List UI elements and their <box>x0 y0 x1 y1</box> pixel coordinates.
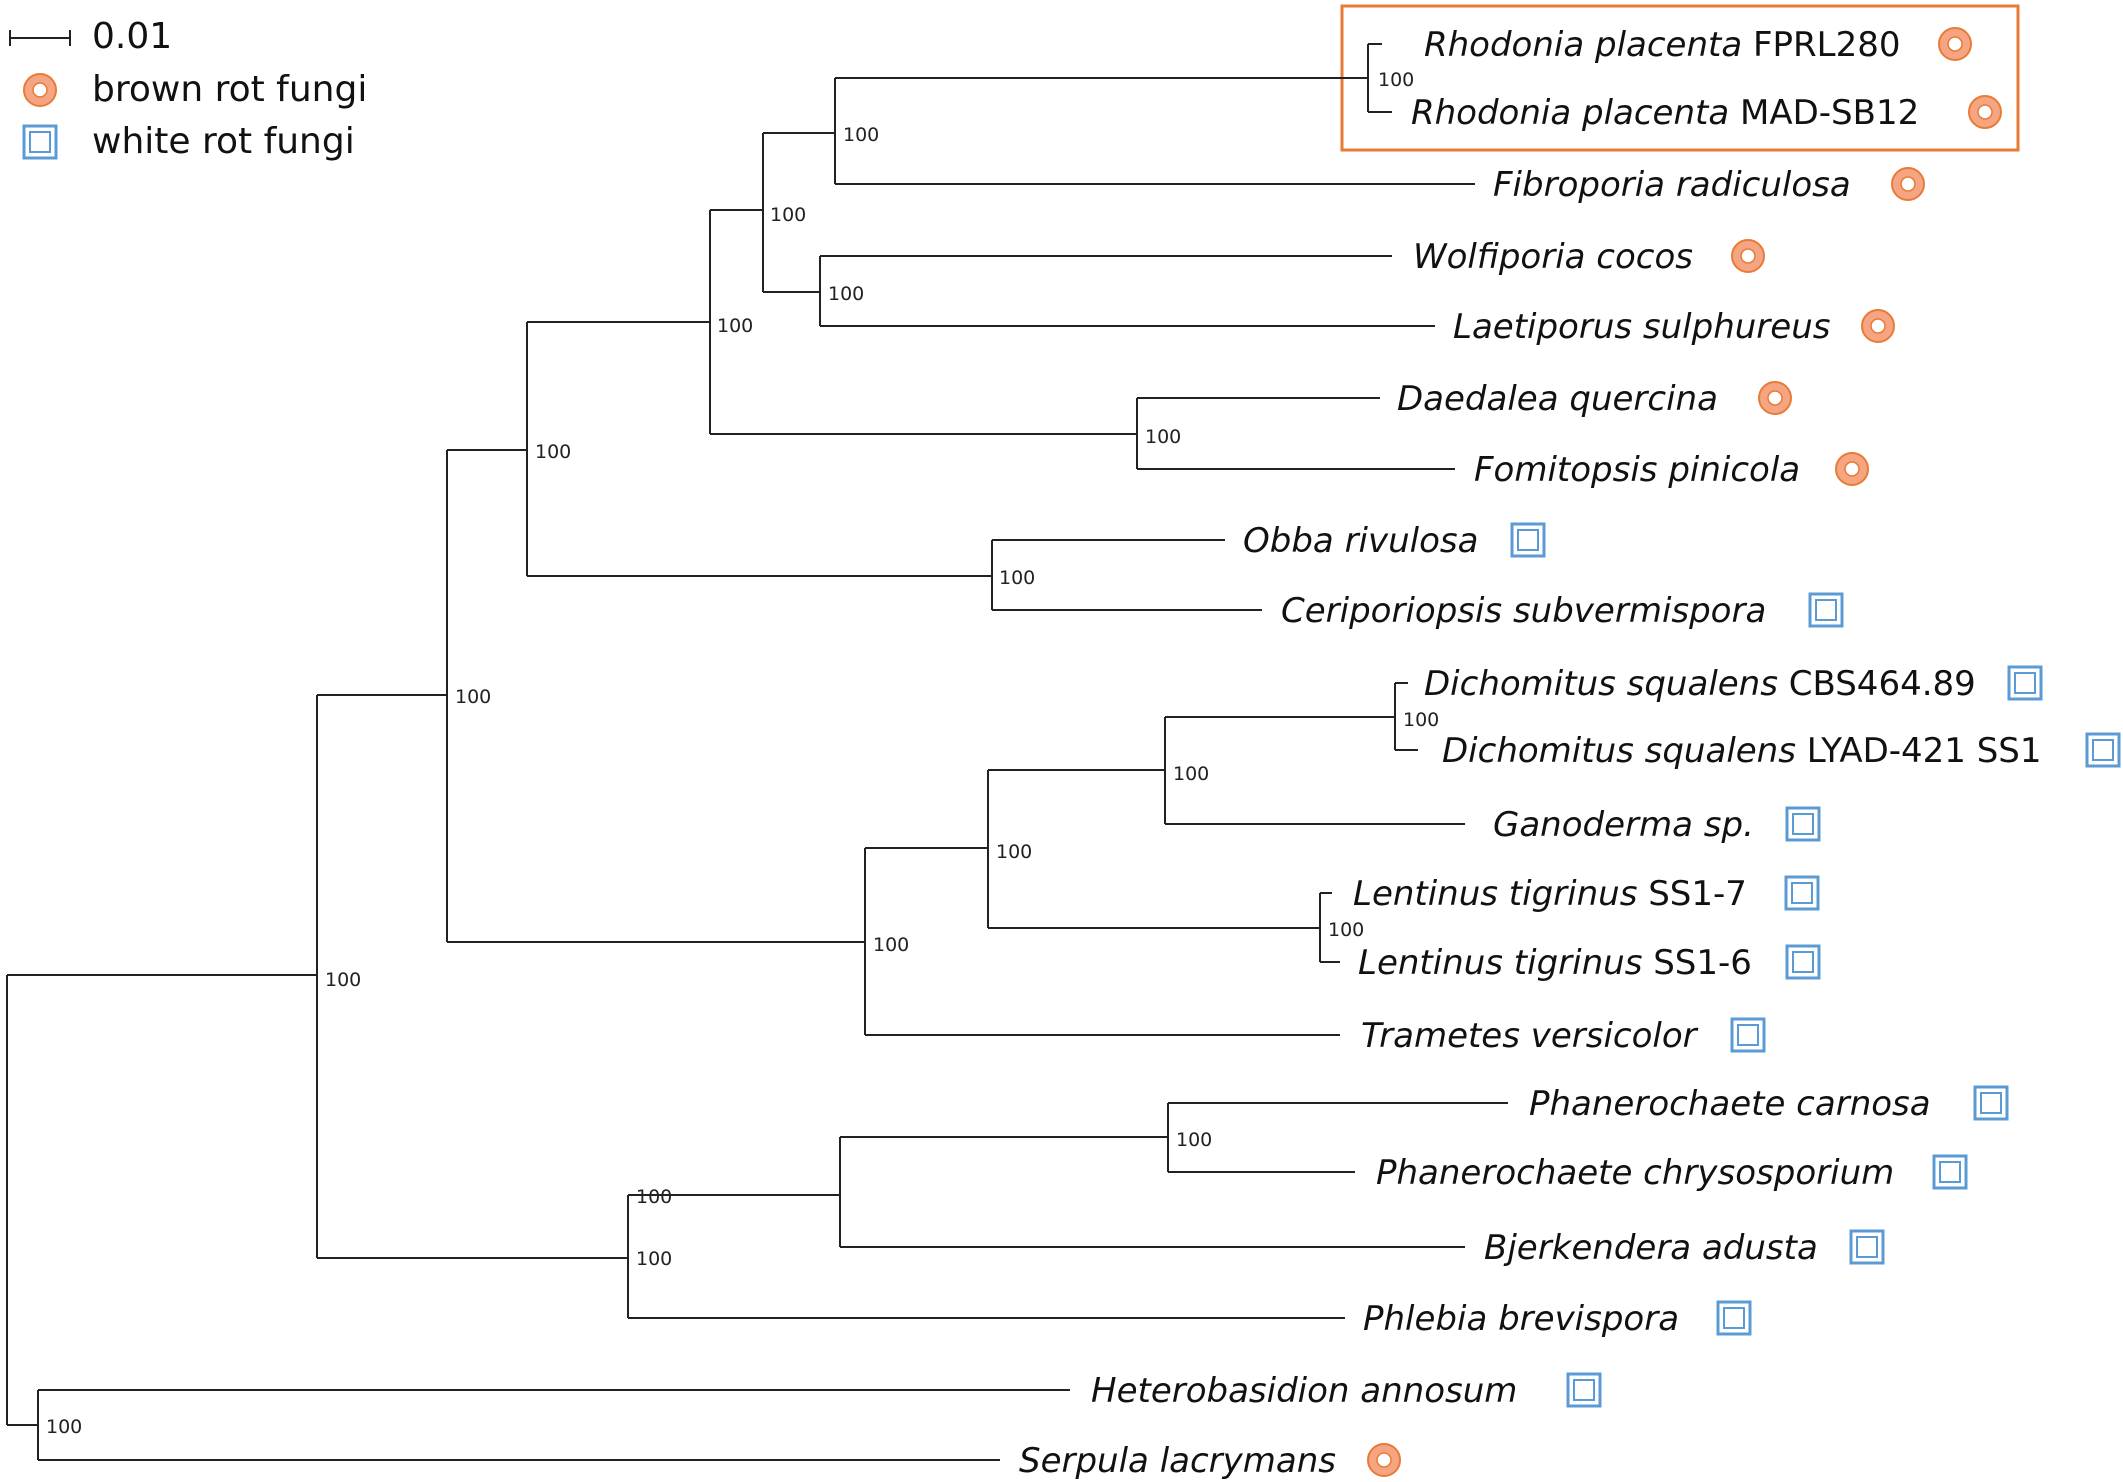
taxon-species-name: Phlebia brevispora <box>1363 1299 1679 1339</box>
taxon-species-name: Bjerkendera adusta <box>1484 1228 1818 1268</box>
support-label: 100 <box>996 841 1032 863</box>
brown-rot-icon <box>23 73 57 107</box>
taxon-label: Fomitopsis pinicola <box>1474 450 1800 490</box>
taxon-strain-name: SS1-7 <box>1637 874 1747 914</box>
white-rot-icon <box>1932 1154 1968 1190</box>
taxon-species-name: Fibroporia radiculosa <box>1493 165 1851 205</box>
white-rot-icon <box>1716 1300 1752 1336</box>
support-label: 100 <box>873 934 909 956</box>
taxon-label: Heterobasidion annosum <box>1091 1371 1517 1411</box>
support-label: 100 <box>1378 69 1414 91</box>
white-rot-icon <box>1730 1017 1766 1053</box>
brown-rot-icon <box>1938 27 1972 61</box>
taxon-species-name: Laetiporus sulphureus <box>1453 307 1830 347</box>
white-rot-label: white rot fungi <box>92 121 355 162</box>
taxon-label: Phanerochaete chrysosporium <box>1376 1153 1894 1193</box>
scale-label: 0.01 <box>92 16 172 57</box>
taxon-species-name: Rhodonia placenta <box>1411 93 1729 133</box>
support-values: 100 100 100 100 100 100 100 100 100 100 … <box>46 69 1439 1438</box>
taxon-species-name: Dichomitus squalens <box>1424 664 1778 704</box>
taxon-species-name: Heterobasidion annosum <box>1091 1371 1517 1411</box>
taxon-label: Phlebia brevispora <box>1363 1299 1679 1339</box>
taxon-species-name: Obba rivulosa <box>1243 521 1478 561</box>
support-label: 100 <box>46 1416 82 1438</box>
support-label: 100 <box>1328 919 1364 941</box>
support-label: 100 <box>455 686 491 708</box>
support-label: 100 <box>1403 709 1439 731</box>
taxon-species-name: Phanerochaete carnosa <box>1529 1084 1931 1124</box>
taxon-label: Daedalea quercina <box>1397 379 1718 419</box>
taxon-label: Phanerochaete carnosa <box>1529 1084 1931 1124</box>
taxon-species-name: Phanerochaete chrysosporium <box>1376 1153 1894 1193</box>
support-label: 100 <box>770 204 806 226</box>
taxon-label: Bjerkendera adusta <box>1484 1228 1818 1268</box>
white-rot-icon <box>1510 522 1546 558</box>
taxon-label: Obba rivulosa <box>1243 521 1478 561</box>
white-rot-icon <box>2085 732 2121 768</box>
taxon-strain-name: MAD-SB12 <box>1729 93 1919 133</box>
taxon-strain-name: FPRL280 <box>1742 25 1900 65</box>
white-rot-icon <box>1785 806 1821 842</box>
white-rot-icon <box>22 124 58 160</box>
taxon-strain-name: CBS464.89 <box>1778 664 1976 704</box>
taxon-label: Rhodonia placenta MAD-SB12 <box>1411 93 1919 133</box>
taxon-species-name: Trametes versicolor <box>1361 1016 1699 1056</box>
support-label: 100 <box>325 969 361 991</box>
support-label: 100 <box>828 283 864 305</box>
taxon-label: Rhodonia placenta FPRL280 <box>1424 25 1901 65</box>
brown-rot-icon <box>1968 95 2002 129</box>
support-label: 100 <box>1173 763 1209 785</box>
taxon-species-name: Lentinus tigrinus <box>1353 874 1637 914</box>
taxon-species-name: Daedalea quercina <box>1397 379 1718 419</box>
brown-rot-icon <box>1731 239 1765 273</box>
brown-rot-icon <box>1891 167 1925 201</box>
scale-bar <box>9 30 71 46</box>
white-rot-icon <box>1808 592 1844 628</box>
taxon-label: Lentinus tigrinus SS1-6 <box>1358 943 1752 983</box>
taxon-species-name: Ceriporiopsis subvermispora <box>1281 591 1766 631</box>
tree-branches <box>6 43 1508 1461</box>
taxon-species-name: Lentinus tigrinus <box>1358 943 1642 983</box>
brown-rot-label: brown rot fungi <box>92 69 367 110</box>
brown-rot-icon <box>1861 309 1895 343</box>
taxon-strain-name: SS1-6 <box>1642 943 1752 983</box>
taxon-label: Ganoderma sp. <box>1493 805 1754 845</box>
taxon-species-name: Serpula lacrymans <box>1019 1441 1336 1481</box>
support-label: 100 <box>843 124 879 146</box>
taxon-species-name: Dichomitus squalens <box>1442 731 1796 771</box>
support-label: 100 <box>636 1186 672 1208</box>
taxon-label: Ceriporiopsis subvermispora <box>1281 591 1766 631</box>
white-rot-icon <box>2007 665 2043 701</box>
support-label: 100 <box>1145 426 1181 448</box>
white-rot-icon <box>1784 875 1820 911</box>
white-rot-icon <box>1785 944 1821 980</box>
support-label: 100 <box>1176 1129 1212 1151</box>
taxon-label: Wolfiporia cocos <box>1413 237 1693 277</box>
white-rot-icon <box>1973 1085 2009 1121</box>
brown-rot-icon <box>1367 1443 1401 1477</box>
support-label: 100 <box>535 441 571 463</box>
taxon-species-name: Rhodonia placenta <box>1424 25 1742 65</box>
support-label: 100 <box>717 315 753 337</box>
taxon-label: Lentinus tigrinus SS1-7 <box>1353 874 1747 914</box>
taxon-label: Trametes versicolor <box>1361 1016 1699 1056</box>
legend: 0.01 brown rot fungi white rot fungi <box>9 16 367 162</box>
brown-rot-icon <box>1758 381 1792 415</box>
taxon-label: Laetiporus sulphureus <box>1453 307 1830 347</box>
brown-rot-icon <box>1835 452 1869 486</box>
support-label: 100 <box>636 1248 672 1270</box>
taxon-species-name: Wolfiporia cocos <box>1413 237 1693 277</box>
white-rot-icon <box>1566 1372 1602 1408</box>
taxon-species-name: Ganoderma sp. <box>1493 805 1754 845</box>
taxon-label: Dichomitus squalens CBS464.89 <box>1424 664 1976 704</box>
taxon-label: Dichomitus squalens LYAD-421 SS1 <box>1442 731 2042 771</box>
taxon-species-name: Fomitopsis pinicola <box>1474 450 1800 490</box>
white-rot-icon <box>1849 1229 1885 1265</box>
taxon-label: Fibroporia radiculosa <box>1493 165 1851 205</box>
support-label: 100 <box>999 567 1035 589</box>
taxon-label: Serpula lacrymans <box>1019 1441 1336 1481</box>
taxon-strain-name: LYAD-421 SS1 <box>1796 731 2042 771</box>
